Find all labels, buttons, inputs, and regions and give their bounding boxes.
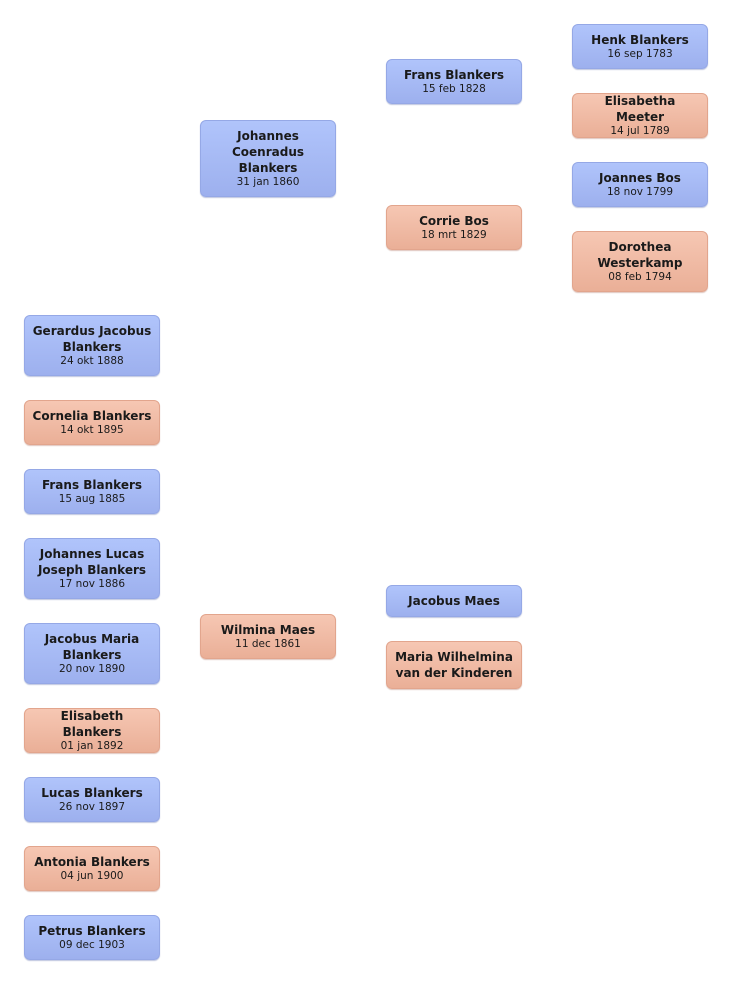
- person-name: Gerardus Jacobus Blankers: [32, 324, 152, 354]
- person-birth-date: 20 nov 1890: [58, 663, 126, 675]
- person-node[interactable]: Petrus Blankers 09 dec 1903: [24, 915, 160, 960]
- person-name: Antonia Blankers: [34, 855, 150, 869]
- person-birth-date: 04 jun 1900: [60, 870, 124, 882]
- person-birth-date: 14 okt 1895: [60, 424, 124, 436]
- person-birth-date: 18 mrt 1829: [421, 229, 487, 241]
- maternal-grandmother-node[interactable]: Maria Wilhelmina van der Kinderen: [386, 641, 522, 689]
- person-birth-date: 15 aug 1885: [58, 493, 126, 505]
- person-node[interactable]: Jacobus Maria Blankers 20 nov 1890: [24, 623, 160, 684]
- person-name: Joannes Bos: [599, 171, 681, 185]
- paternal-grandmother-node[interactable]: Corrie Bos 18 mrt 1829: [386, 205, 522, 250]
- person-name: Jacobus Maria Blankers: [44, 632, 140, 662]
- person-node[interactable]: Cornelia Blankers 14 okt 1895: [24, 400, 160, 445]
- person-name: Petrus Blankers: [38, 924, 146, 938]
- person-name: Frans Blankers: [41, 478, 143, 492]
- person-birth-date: 01 jan 1892: [60, 740, 124, 752]
- person-birth-date: 24 okt 1888: [60, 355, 124, 367]
- person-name: Corrie Bos: [419, 214, 489, 228]
- person-name: Johannes Lucas Joseph Blankers: [37, 547, 147, 577]
- maternal-grandfather-node[interactable]: Jacobus Maes: [386, 585, 522, 617]
- person-birth-date: 08 feb 1794: [608, 271, 672, 283]
- person-birth-date: 26 nov 1897: [58, 801, 126, 813]
- person-name: Elisabeth Blankers: [60, 709, 124, 739]
- person-node[interactable]: Elisabeth Blankers 01 jan 1892: [24, 708, 160, 753]
- person-birth-date: 17 nov 1886: [58, 578, 126, 590]
- great-grandparent-node[interactable]: Dorothea Westerkamp 08 feb 1794: [572, 231, 708, 292]
- person-name: Jacobus Maes: [408, 594, 500, 608]
- person-birth-date: 16 sep 1783: [607, 48, 673, 60]
- person-name: Maria Wilhelmina van der Kinderen: [395, 650, 513, 680]
- great-grandparent-node[interactable]: Elisabetha Meeter 14 jul 1789: [572, 93, 708, 138]
- person-name: Henk Blankers: [591, 33, 689, 47]
- great-grandparent-node[interactable]: Joannes Bos 18 nov 1799: [572, 162, 708, 207]
- person-name: Cornelia Blankers: [32, 409, 152, 423]
- person-name: Dorothea Westerkamp: [597, 240, 683, 270]
- person-name: Johannes Coenradus Blankers: [231, 129, 305, 175]
- person-node[interactable]: Antonia Blankers 04 jun 1900: [24, 846, 160, 891]
- paternal-grandfather-node[interactable]: Frans Blankers 15 feb 1828: [386, 59, 522, 104]
- person-birth-date: 11 dec 1861: [235, 638, 301, 650]
- person-name: Frans Blankers: [403, 68, 505, 82]
- person-birth-date: 31 jan 1860: [236, 176, 300, 188]
- great-grandparent-node[interactable]: Henk Blankers 16 sep 1783: [572, 24, 708, 69]
- person-birth-date: 18 nov 1799: [606, 186, 674, 198]
- person-node[interactable]: Frans Blankers 15 aug 1885: [24, 469, 160, 514]
- father-node[interactable]: Johannes Coenradus Blankers 31 jan 1860: [200, 120, 336, 197]
- person-name: Lucas Blankers: [41, 786, 143, 800]
- person-node[interactable]: Gerardus Jacobus Blankers 24 okt 1888: [24, 315, 160, 376]
- mother-node[interactable]: Wilmina Maes 11 dec 1861: [200, 614, 336, 659]
- person-node[interactable]: Lucas Blankers 26 nov 1897: [24, 777, 160, 822]
- person-birth-date: 09 dec 1903: [59, 939, 125, 951]
- person-name: Elisabetha Meeter: [604, 94, 676, 124]
- person-node[interactable]: Johannes Lucas Joseph Blankers 17 nov 18…: [24, 538, 160, 599]
- person-birth-date: 14 jul 1789: [610, 125, 670, 137]
- person-birth-date: 15 feb 1828: [422, 83, 486, 95]
- person-name: Wilmina Maes: [220, 623, 316, 637]
